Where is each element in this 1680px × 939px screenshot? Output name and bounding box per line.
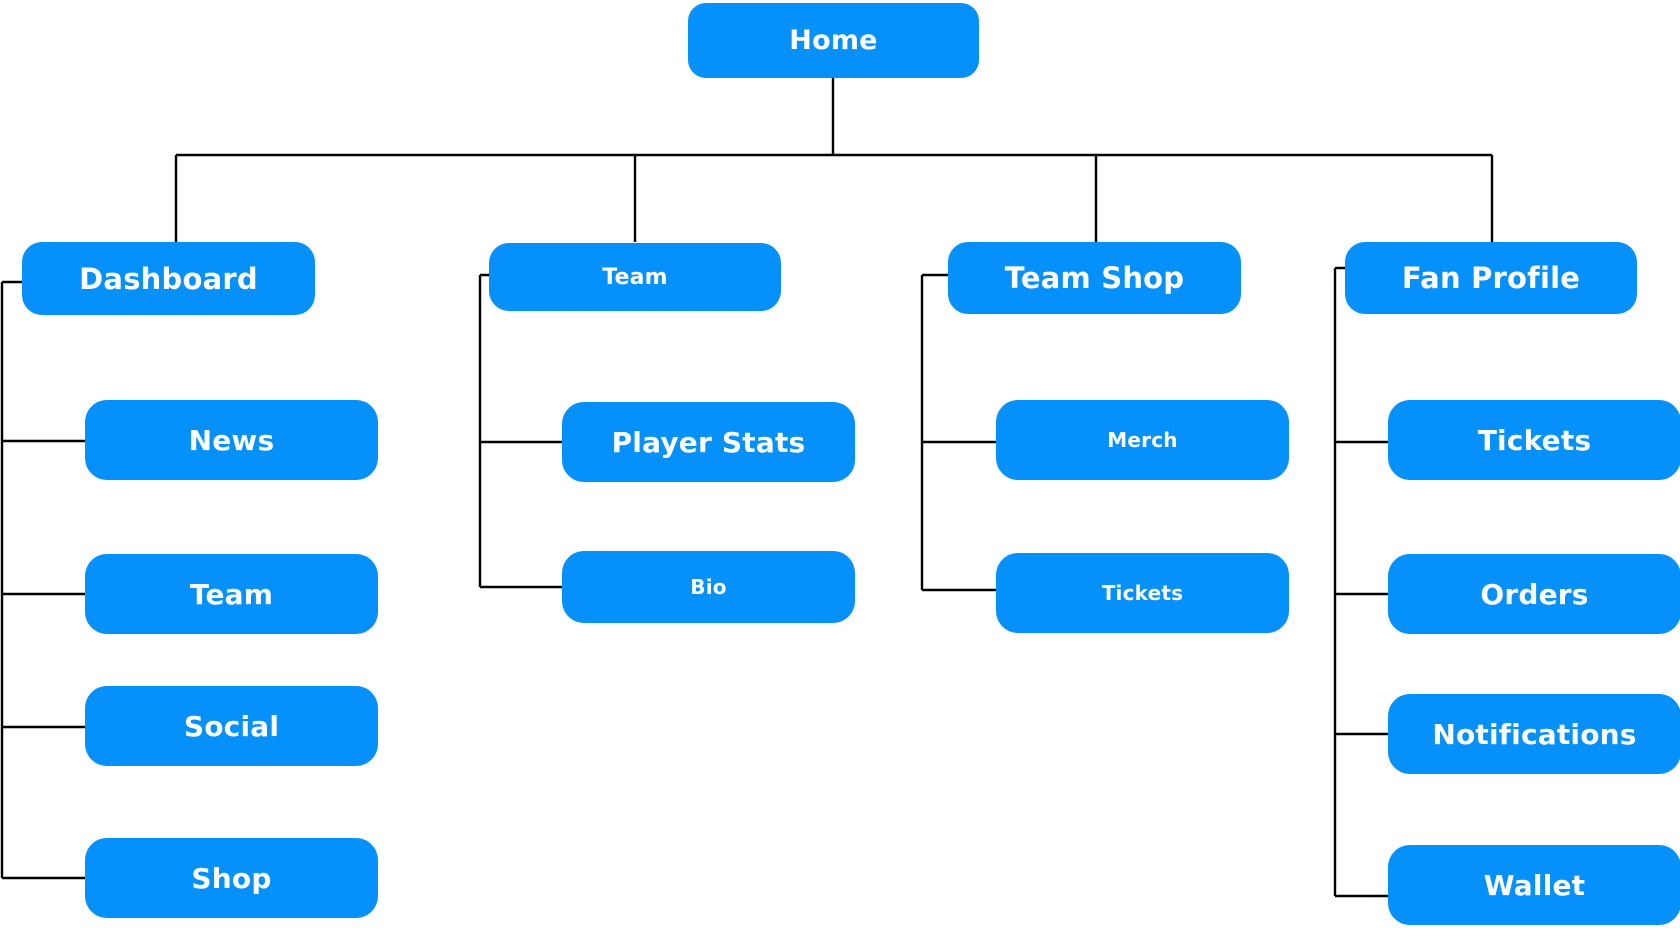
node-dashboard-team[interactable]: Team (85, 554, 378, 634)
node-dashboard-news-label: News (188, 423, 275, 457)
node-team[interactable]: Team (489, 243, 781, 311)
node-shop-tickets-label: Tickets (1101, 581, 1184, 605)
node-fan-wallet-label: Wallet (1483, 868, 1586, 902)
node-fan-wallet[interactable]: Wallet (1388, 845, 1680, 925)
node-dashboard-news[interactable]: News (85, 400, 378, 480)
node-fan-notifications[interactable]: Notifications (1388, 694, 1680, 774)
node-team-bio-label: Bio (690, 575, 727, 599)
node-shop-merch[interactable]: Merch (996, 400, 1289, 480)
node-team-shop-label: Team Shop (1004, 261, 1185, 295)
node-shop-merch-label: Merch (1107, 428, 1178, 452)
node-team-player-stats-label: Player Stats (611, 425, 806, 459)
node-shop-tickets[interactable]: Tickets (996, 553, 1289, 633)
node-home-label: Home (789, 25, 878, 56)
node-fan-tickets[interactable]: Tickets (1388, 400, 1680, 480)
node-fan-orders[interactable]: Orders (1388, 554, 1680, 634)
node-home[interactable]: Home (688, 3, 979, 78)
node-dashboard-shop[interactable]: Shop (85, 838, 378, 918)
node-fan-notifications-label: Notifications (1432, 717, 1637, 751)
node-team-shop[interactable]: Team Shop (948, 242, 1241, 314)
node-fan-orders-label: Orders (1480, 577, 1589, 611)
node-dashboard-label: Dashboard (79, 261, 258, 296)
node-dashboard[interactable]: Dashboard (22, 242, 315, 315)
node-team-bio[interactable]: Bio (562, 551, 855, 623)
node-dashboard-shop-label: Shop (191, 861, 272, 895)
node-dashboard-social[interactable]: Social (85, 686, 378, 766)
node-fan-profile-label: Fan Profile (1401, 261, 1581, 295)
node-team-player-stats[interactable]: Player Stats (562, 402, 855, 482)
node-dashboard-team-label: Team (189, 577, 274, 611)
node-dashboard-social-label: Social (183, 709, 280, 743)
node-fan-tickets-label: Tickets (1477, 423, 1592, 457)
node-team-label: Team (602, 264, 668, 290)
node-fan-profile[interactable]: Fan Profile (1345, 242, 1637, 314)
